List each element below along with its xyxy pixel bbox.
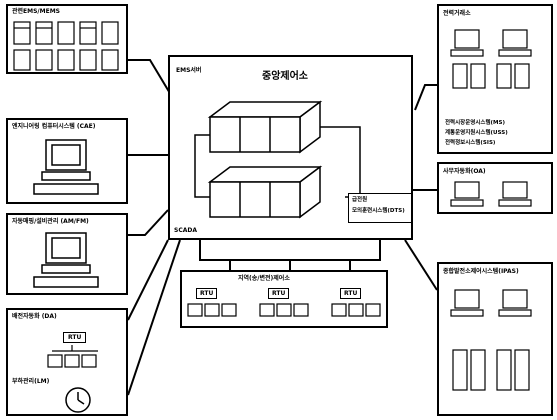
uss-line: 계통운영지원시스템(USS) xyxy=(445,130,508,136)
substation-panel: 지역(송/변전)제어소 RTU RTU RTU xyxy=(180,270,388,328)
da-rtu-label: RTU xyxy=(63,332,87,343)
ms-line: 전력시장운영시스템(MS) xyxy=(445,120,506,126)
clock-icon xyxy=(65,387,91,413)
workstation-icon xyxy=(33,232,99,288)
substation-switch-icons xyxy=(187,303,381,317)
central-control-panel: EMS서버 중앙제어소 SCADA 급전원 모의훈련시스템(DTS) xyxy=(168,55,413,240)
lm-title: 부하관리(LM) xyxy=(12,378,50,385)
da-title: 배전자동화 (DA) xyxy=(12,313,57,320)
connector-da-to-center-2 xyxy=(127,239,169,321)
ems-rack-icon xyxy=(13,21,119,71)
substation-rtu-2: RTU xyxy=(268,288,290,299)
da-panel: 배전자동화 (DA) RTU 부하관리(LM) xyxy=(6,308,128,416)
dts-label-2: 모의훈련시스템(DTS) xyxy=(352,208,405,214)
connector-amfm-to-center xyxy=(128,209,169,236)
substation-title: 지역(송/변전)제어소 xyxy=(238,275,290,282)
substation-rtu-3: RTU xyxy=(340,288,362,299)
workstation-icon xyxy=(33,139,99,195)
ems-mems-panel: 관련EMS/MEMS xyxy=(6,4,128,74)
office-automation-panel: 사무자동화(OA) xyxy=(437,162,553,214)
terminal-pair-icon xyxy=(450,29,532,89)
amfm-title: 자동매핑/설비관리 (AM/FM) xyxy=(12,218,89,225)
central-title: 중앙제어소 xyxy=(262,71,308,82)
connector-right-top xyxy=(414,84,437,111)
dts-label-1: 급전원 xyxy=(352,197,368,203)
amfm-panel: 자동매핑/설비관리 (AM/FM) xyxy=(6,213,128,295)
oa-title: 사무자동화(OA) xyxy=(443,168,486,175)
sis-line: 전력정보시스템(SIS) xyxy=(445,140,496,146)
substation-rtu-1: RTU xyxy=(196,288,218,299)
connector-ipas-right xyxy=(404,239,438,291)
ems-server-label: EMS서버 xyxy=(176,67,202,74)
connector-da-to-center xyxy=(127,239,181,396)
power-exchange-title: 전력거래소 xyxy=(443,10,471,17)
terminal-rack-icon xyxy=(450,289,532,391)
switch-row-icon xyxy=(47,345,98,368)
ems-mems-title: 관련EMS/MEMS xyxy=(12,8,60,15)
server-stack-icon xyxy=(194,100,361,219)
connector-substation-bus xyxy=(199,240,381,261)
cae-title: 엔지니어링 컴퓨터시스템 (CAE) xyxy=(12,123,96,130)
ipas-panel: 종합발전소제어시스템(IPAS) xyxy=(437,262,553,416)
dts-box: 급전원 모의훈련시스템(DTS) xyxy=(348,193,412,223)
power-exchange-panel: 전력거래소 전력시장운영시스템(MS) 계통운영지원시스템(USS) 전력정보시… xyxy=(437,4,553,154)
terminal-pair-icon xyxy=(450,181,532,207)
cae-panel: 엔지니어링 컴퓨터시스템 (CAE) xyxy=(6,118,128,204)
scada-label: SCADA xyxy=(174,227,197,234)
ipas-title: 종합발전소제어시스템(IPAS) xyxy=(443,268,519,275)
